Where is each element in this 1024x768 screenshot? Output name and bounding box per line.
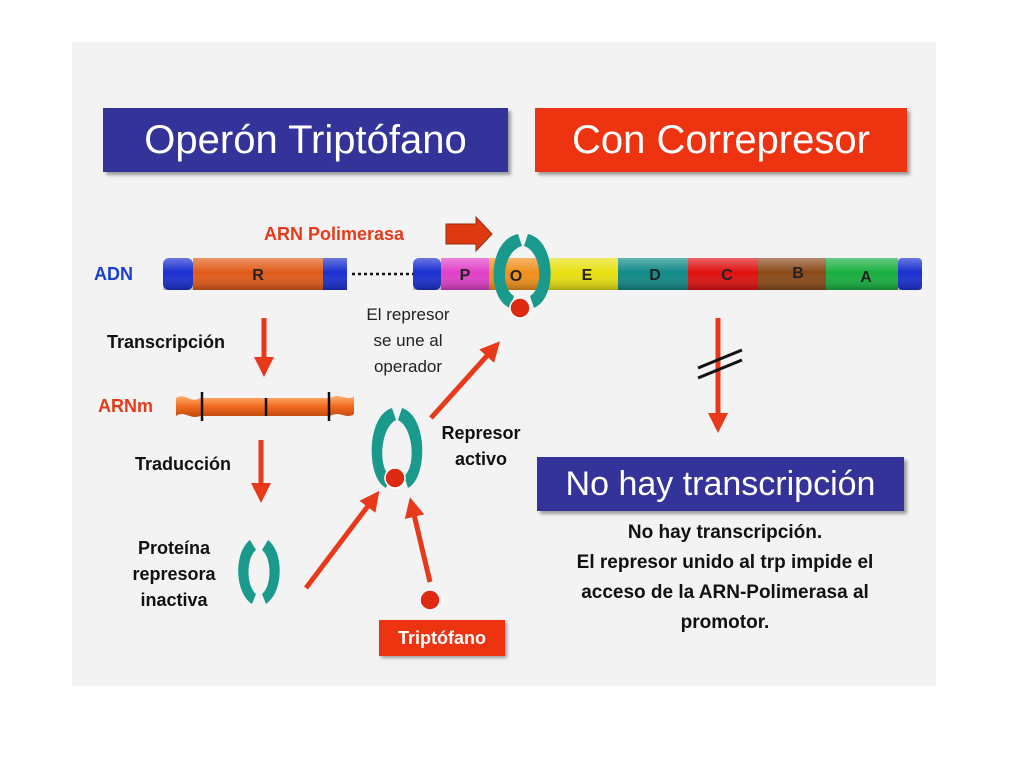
dna-segment-e-label: E (582, 267, 593, 284)
label-represor-activo-line2: activo (454, 449, 508, 469)
label-traduccion: Traducción (135, 454, 232, 474)
label-union-line2: se une al (373, 331, 443, 350)
binding-arrow (429, 341, 501, 420)
bound-tryptophan (509, 297, 531, 319)
label-adn: ADN (94, 264, 133, 284)
label-proteina-line1: Proteína (137, 538, 211, 558)
label-represor-se-une: El represor se une al operador (344, 302, 472, 380)
explanation-text: No hay transcripción. El represor unido … (520, 518, 930, 638)
explanation-line2: El represor unido al trp impide el (576, 552, 874, 573)
label-union-line3: operador (373, 357, 443, 376)
title-operon-triptofano: Operón Triptófano (103, 108, 508, 172)
explanation-line4: promotor. (680, 612, 770, 633)
activation-arrow (304, 490, 380, 590)
label-proteina-represora-inactiva: Proteína represora inactiva (112, 535, 236, 613)
dna-segment-r-label: R (252, 267, 264, 284)
title-con-correpresor: Con Correpresor (535, 108, 907, 172)
label-transcripcion: Transcripción (107, 332, 226, 352)
explanation-line1: No hay transcripción. (627, 522, 823, 543)
dna-segment-b-label: B (792, 265, 804, 282)
block-mark-2 (697, 358, 743, 380)
dna-segment-a-label: A (860, 269, 872, 286)
label-arn-polimerasa: ARN Polimerasa (264, 224, 405, 244)
block-mark-1 (697, 348, 743, 370)
label-represor-activo-line1: Represor (441, 423, 521, 443)
bound-repressor-left-arm (493, 234, 522, 308)
bound-repressor-right-arm (524, 234, 551, 308)
dna-operon: P E D C B A (413, 258, 922, 290)
mrna-ribbon (176, 392, 354, 421)
label-proteina-line3: inactiva (140, 590, 208, 610)
bound-repressor: O (493, 234, 551, 319)
dna-segment-c-label: C (721, 267, 733, 284)
explanation-line3: acceso de la ARN-Polimerasa al (581, 582, 869, 603)
arn-polimerasa-arrow-icon (445, 215, 493, 253)
dna-regulator-gene: R (163, 258, 347, 290)
label-union-line1: El represor (366, 305, 450, 324)
dna-segment-o-label: O (510, 268, 522, 285)
tryptophan-arrow (404, 497, 433, 583)
active-repressor-tryptophan (384, 467, 406, 489)
active-repressor-icon (371, 408, 423, 489)
label-arnm: ARNm (98, 396, 154, 416)
label-represor-activo: Represor activo (426, 420, 536, 472)
dna-segment-p-label: P (460, 267, 471, 284)
label-proteina-line2: represora (132, 564, 216, 584)
dna-segment-d-label: D (649, 267, 661, 284)
inactive-repressor-protein-icon (238, 540, 280, 604)
no-hay-transcripcion-box: No hay transcripción (537, 457, 904, 511)
free-tryptophan (419, 589, 441, 611)
label-triptofano-box: Triptófano (379, 620, 505, 656)
